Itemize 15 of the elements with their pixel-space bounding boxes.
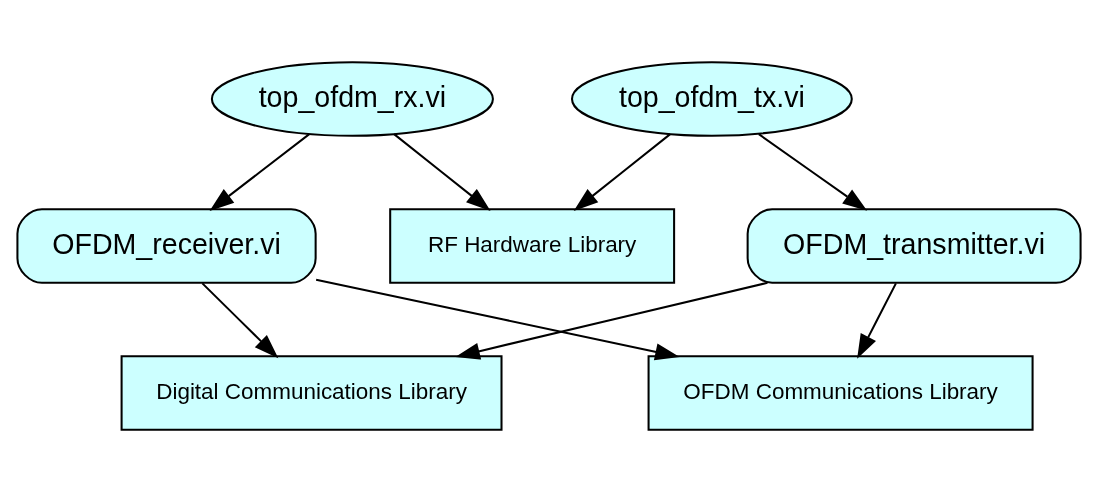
arrow [758, 132, 868, 211]
node-ellipse: top_ofdm_rx.vi [210, 60, 494, 137]
node-box: OFDM_receiver.vi [16, 207, 317, 284]
arrow [201, 282, 279, 358]
node-box: Digital Communications Library [120, 354, 503, 431]
arrow [857, 282, 897, 359]
arrow [573, 132, 671, 211]
arrow [455, 281, 768, 360]
arrow [315, 278, 680, 360]
node-ellipse: top_ofdm_tx.vi [571, 60, 853, 137]
node-box: OFDM_transmitter.vi [746, 207, 1082, 284]
arrow [393, 132, 491, 211]
arrow [209, 132, 310, 211]
node-box: OFDM Communications Library [647, 354, 1034, 431]
node-box: RF Hardware Library [389, 207, 676, 284]
